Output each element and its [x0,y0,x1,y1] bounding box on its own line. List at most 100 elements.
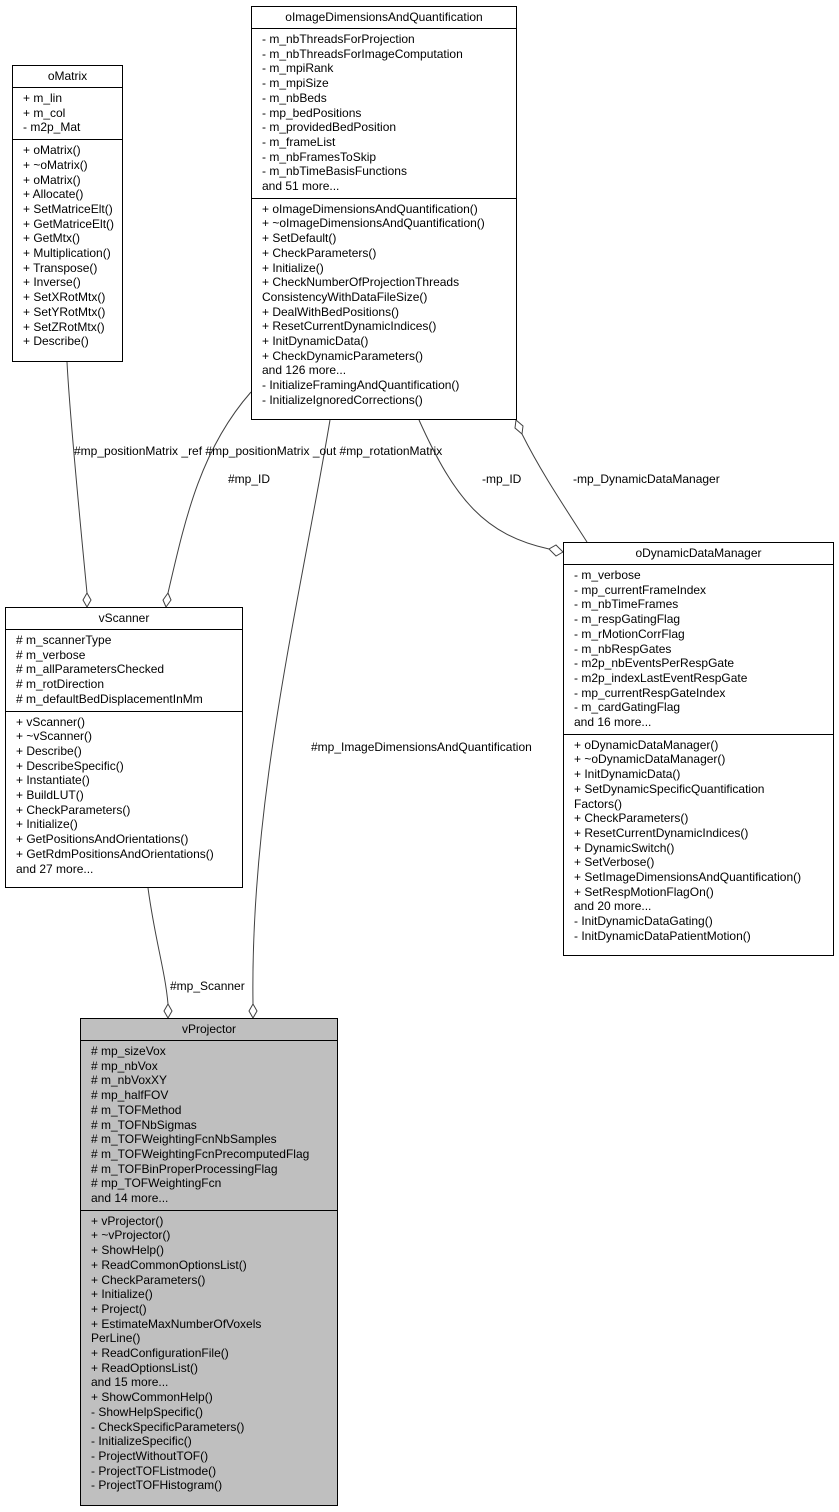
member-line: - mp_currentRespGateIndex [574,685,726,700]
member-line: - m2p_nbEventsPerRespGate [574,656,735,671]
member-line: # m_defaultBedDisplacementInMm [16,691,203,706]
edge-label-idq-to-scanner: #mp_ID [228,472,271,486]
member-line: + BuildLUT() [16,788,84,803]
member-line: - m2p_Mat [23,120,81,135]
class-oMatrix[interactable]: oMatrix + m_lin+ m_col- m2p_Mat + oMatri… [12,65,123,362]
class-vProjector[interactable]: vProjector # mp_sizeVox# mp_nbVox# m_nbV… [80,1018,338,1506]
member-line: - m_mpiRank [262,61,334,76]
member-line: - m_nbRespGates [574,641,672,656]
member-line: and 14 more... [91,1191,169,1206]
member-line: + m_lin [23,91,63,105]
member-line: + SetImageDimensionsAndQuantification() [574,870,802,885]
member-line: - m_cardGatingFlag [574,700,681,715]
member-line: + oMatrix() [23,172,81,187]
member-line: - InitializeFramingAndQuantification() [262,378,460,393]
member-line: - CheckSpecificParameters() [91,1419,245,1434]
member-line: + Transpose() [23,260,98,275]
methods-section: + vProjector()+ ~vProjector()+ ShowHelp(… [81,1209,337,1497]
member-line: + InitDynamicData() [574,767,681,782]
member-line: + Initialize() [16,817,78,832]
member-line: + vScanner() [16,714,86,729]
member-line: + oDynamicDataManager() [574,737,719,752]
edge-label-ddm-to-idq: -mp_DynamicDataManager [573,472,720,486]
member-line: # m_TOFWeightingFcnNbSamples [91,1132,277,1147]
member-line: # m_TOFNbSigmas [91,1117,197,1132]
member-line: and 16 more... [574,715,652,730]
member-line: - ProjectTOFHistogram() [91,1478,223,1493]
member-line: - InitializeIgnoredCorrections() [262,392,423,407]
member-line: # m_rotDirection [16,677,105,692]
class-oImageDimensionsAndQuantification[interactable]: oImageDimensionsAndQuantification - m_nb… [251,6,517,420]
member-line: + SetVerbose() [574,855,655,870]
member-line: + ShowCommonHelp() [91,1390,213,1405]
attributes-section: + m_lin+ m_col- m2p_Mat [13,88,122,139]
attributes-section: # mp_sizeVox# mp_nbVox# m_nbVoxXY# mp_ha… [81,1041,337,1210]
member-line: # mp_nbVox [91,1058,158,1073]
member-line: + ~oMatrix() [23,157,88,172]
member-line: # mp_sizeVox [91,1044,166,1058]
member-line: + SetXRotMtx() [23,290,106,305]
member-line: # m_TOFBinProperProcessingFlag [91,1161,278,1176]
edge-label-idq-to-projector: #mp_ImageDimensionsAndQuantification [311,740,532,754]
member-line: + DescribeSpecific() [16,758,124,773]
aggregation-diamond-idq-from-ddm [514,419,524,435]
edge-label-line: #mp_positionMatrix [205,444,310,458]
member-line: + ResetCurrentDynamicIndices() [262,319,437,334]
member-line: + Instantiate() [16,773,90,788]
member-line: - m_mpiSize [262,76,329,91]
edge-ddm-to-idq [521,433,588,543]
member-line: and 15 more... [91,1375,169,1390]
edge-label-line: _out [312,444,337,458]
class-oDynamicDataManager[interactable]: oDynamicDataManager - m_verbose- mp_curr… [563,542,834,956]
edge-scanner-to-projector [147,887,169,1005]
member-line: + GetMatriceElt() [23,216,115,231]
member-line: - mp_currentFrameIndex [574,582,707,597]
member-line: + DynamicSwitch() [574,840,675,855]
aggregation-diamond-scanner-from-matrix [82,591,92,609]
member-line: # mp_TOFWeightingFcn [91,1176,222,1191]
member-line: - m_rMotionCorrFlag [574,626,685,641]
member-line: and 126 more... [262,363,347,378]
member-line: - ProjectWithoutTOF() [91,1448,209,1463]
member-line: + EstimateMaxNumberOfVoxels [91,1316,262,1331]
member-line: + Project() [91,1301,147,1316]
member-line: - InitDynamicDataPatientMotion() [574,928,751,943]
member-line: + CheckParameters() [262,245,377,260]
aggregation-diamond-scanner-from-idq [162,591,172,609]
methods-section: + oDynamicDataManager()+ ~oDynamicDataMa… [564,733,833,948]
member-line: + vProjector() [91,1213,164,1228]
class-title: oDynamicDataManager [564,543,833,565]
member-line: - m_nbThreadsForImageComputation [262,46,463,61]
member-line: + ~vScanner() [16,729,93,744]
member-line: + Initialize() [262,260,324,275]
edge-label-idq-to-ddm: -mp_ID [482,472,522,486]
member-line: + oMatrix() [23,143,81,158]
member-line: + CheckParameters() [16,802,131,817]
member-line: + SetDynamicSpecificQuantification [574,781,765,796]
member-line: + ReadCommonOptionsList() [91,1257,247,1272]
member-line: PerLine() [91,1331,141,1346]
class-vScanner[interactable]: vScanner # m_scannerType# m_verbose# m_a… [5,607,243,888]
member-line: + DealWithBedPositions() [262,304,400,319]
member-line: - ProjectTOFListmode() [91,1463,217,1478]
member-line: - m_providedBedPosition [262,120,397,135]
member-line: # m_verbose [16,647,86,662]
member-line: + SetDefault() [262,231,337,246]
member-line: - m_frameList [262,134,336,149]
member-line: + GetMtx() [23,231,81,246]
member-line: Factors() [574,796,622,811]
aggregation-diamond-ddm-from-idq [548,544,564,557]
methods-section: + oMatrix()+ ~oMatrix()+ oMatrix()+ Allo… [13,139,122,353]
member-line: - ShowHelpSpecific() [91,1404,204,1419]
member-line: + ResetCurrentDynamicIndices() [574,825,749,840]
attributes-section: - m_nbThreadsForProjection- m_nbThreadsF… [252,29,516,198]
edge-label-line: _ref [181,444,203,458]
member-line: and 27 more... [16,861,94,876]
member-line: + CheckParameters() [91,1272,206,1287]
member-line: + CheckNumberOfProjectionThreads [262,275,460,290]
edge-idq-to-ddm [418,419,550,550]
member-line: # m_allParametersChecked [16,662,165,677]
member-line: + m_col [23,105,66,120]
aggregation-diamond-projector-from-scanner [163,1002,173,1020]
